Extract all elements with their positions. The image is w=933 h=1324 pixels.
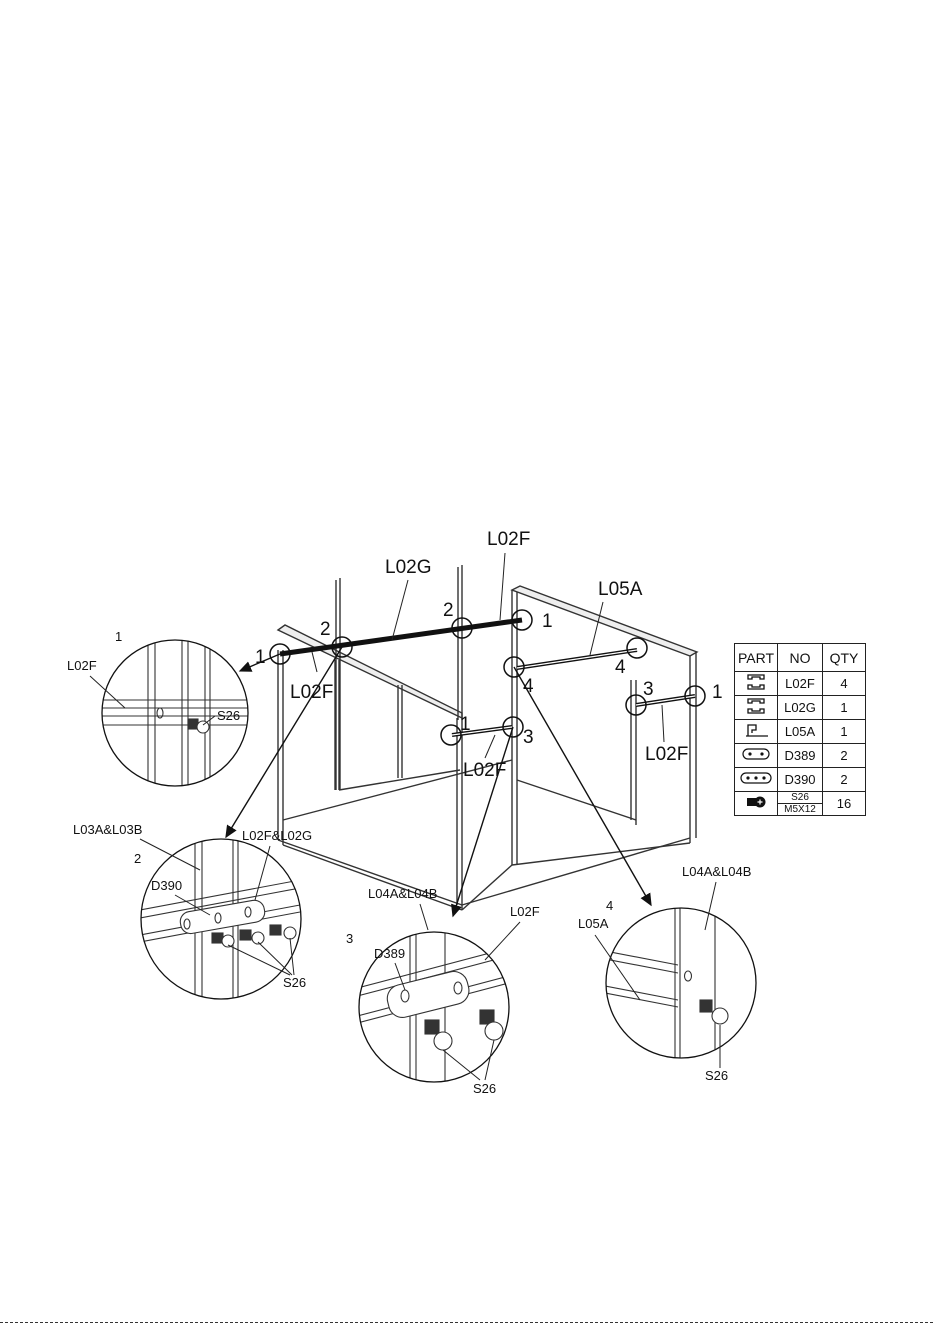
- detail-label: L04A&L04B: [368, 886, 437, 901]
- step-marker: 3: [523, 727, 534, 748]
- part-qty: 1: [823, 696, 866, 720]
- table-row: L02G 1: [735, 696, 866, 720]
- detail-label: L02F: [67, 658, 97, 673]
- part-number: D389: [778, 744, 823, 768]
- detail-label: L03A&L03B: [73, 822, 142, 837]
- step-marker: 4: [615, 657, 626, 678]
- table-row: D389 2: [735, 744, 866, 768]
- channel-profile-icon: [735, 672, 778, 696]
- three-hole-plate-icon: [735, 768, 778, 792]
- detail-label: D389: [374, 946, 405, 961]
- part-number: S26 M5X12: [778, 792, 823, 816]
- detail-label: D390: [151, 878, 182, 893]
- detail-label: S26: [473, 1081, 496, 1096]
- step-marker: 1: [542, 611, 553, 632]
- header-qty: QTY: [823, 644, 866, 672]
- part-number: L05A: [778, 720, 823, 744]
- detail-3: 3 L04A&L04B L02F D389 S26: [346, 886, 540, 1096]
- screw-icon: [735, 792, 778, 816]
- detail-1: 1 L02F S26: [67, 629, 250, 800]
- label-l02g: L02G: [385, 557, 431, 578]
- two-hole-plate-icon: [735, 744, 778, 768]
- detail-label: S26: [283, 975, 306, 990]
- page-bottom-rule: [0, 1322, 933, 1323]
- detail-4: 4 L04A&L04B L05A S26: [578, 864, 756, 1083]
- step-marker: 4: [523, 676, 534, 697]
- part-qty: 2: [823, 768, 866, 792]
- detail-label: L02F: [510, 904, 540, 919]
- header-part: PART: [735, 644, 778, 672]
- step-marker: 1: [255, 647, 266, 668]
- parts-table-header: PART NO QTY: [735, 644, 866, 672]
- part-qty: 1: [823, 720, 866, 744]
- step-marker: 2: [443, 600, 454, 621]
- detail-step-number: 3: [346, 931, 353, 946]
- detail-label: L02F&L02G: [242, 828, 312, 843]
- part-qty: 4: [823, 672, 866, 696]
- detail-label: S26: [705, 1068, 728, 1083]
- parts-table: PART NO QTY L02F 4 L02G 1 L05A 1: [734, 643, 866, 816]
- label-l02f-right: L02F: [645, 744, 688, 765]
- main-view-labels: L02G L02F L05A L02F L02F L02F 1 2 2 1 4 …: [255, 529, 723, 781]
- shed-frame: [278, 565, 697, 910]
- screw-code: S26: [778, 792, 822, 804]
- screw-size: M5X12: [778, 804, 822, 815]
- part-qty: 16: [823, 792, 866, 816]
- table-row: L02F 4: [735, 672, 866, 696]
- detail-label: S26: [217, 708, 240, 723]
- table-row: D390 2: [735, 768, 866, 792]
- part-qty: 2: [823, 744, 866, 768]
- step-marker: 2: [320, 619, 331, 640]
- detail-step-number: 2: [134, 851, 141, 866]
- part-number: L02F: [778, 672, 823, 696]
- step-marker: 1: [712, 682, 723, 703]
- label-l02f-left: L02F: [290, 682, 333, 703]
- angle-profile-icon: [735, 720, 778, 744]
- detail-step-number: 1: [115, 629, 122, 644]
- header-no: NO: [778, 644, 823, 672]
- label-l02f-top: L02F: [487, 529, 530, 550]
- detail-2: 2 L03A&L03B L02F&L02G D390 S: [73, 822, 312, 1000]
- part-number: D390: [778, 768, 823, 792]
- step-marker: 3: [643, 679, 654, 700]
- table-row: L05A 1: [735, 720, 866, 744]
- label-l05a: L05A: [598, 579, 643, 600]
- channel-profile-icon: [735, 696, 778, 720]
- detail-label: L04A&L04B: [682, 864, 751, 879]
- label-l02f-front: L02F: [463, 760, 506, 781]
- step-marker: 1: [460, 714, 471, 735]
- detail-step-number: 4: [606, 898, 613, 913]
- part-number: L02G: [778, 696, 823, 720]
- table-row: S26 M5X12 16: [735, 792, 866, 816]
- detail-label: L05A: [578, 916, 609, 931]
